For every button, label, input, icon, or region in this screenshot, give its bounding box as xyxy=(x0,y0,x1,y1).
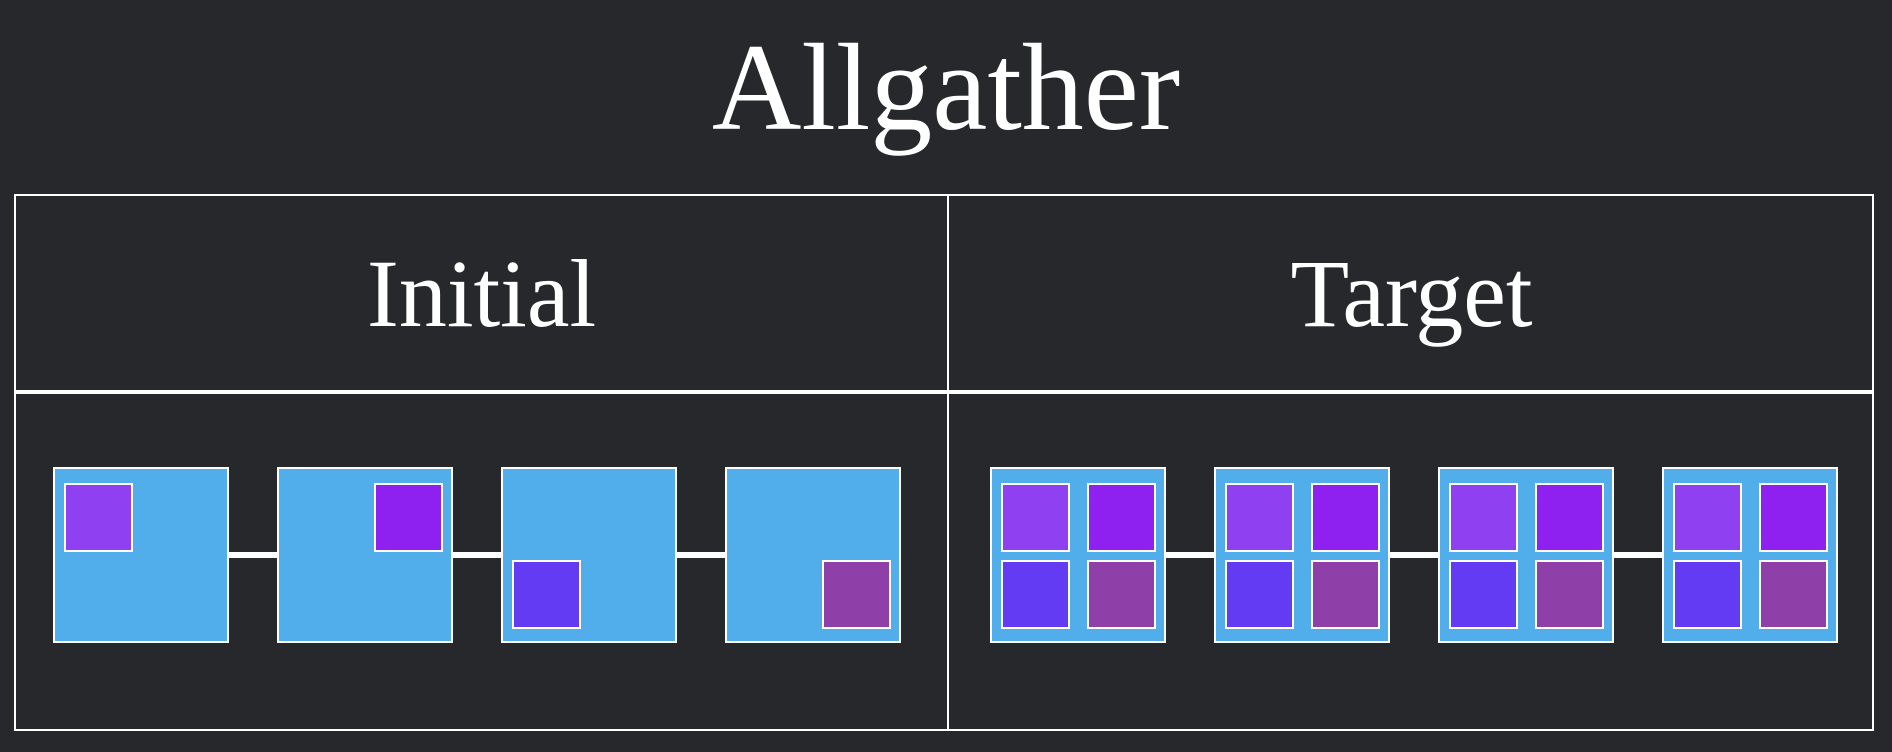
data-chunk xyxy=(1449,483,1518,552)
data-chunk xyxy=(374,483,443,552)
target-column-header: Target xyxy=(1290,239,1533,347)
target-node xyxy=(1214,467,1390,643)
initial-link xyxy=(677,552,725,558)
data-chunk xyxy=(1001,483,1070,552)
data-chunk xyxy=(1673,560,1742,629)
data-chunk xyxy=(1535,483,1604,552)
target-node xyxy=(1662,467,1838,643)
data-chunk xyxy=(1225,560,1294,629)
data-chunk xyxy=(1311,560,1380,629)
data-chunk xyxy=(1001,560,1070,629)
initial-node xyxy=(277,467,453,643)
data-chunk xyxy=(1673,483,1742,552)
initial-node xyxy=(53,467,229,643)
data-chunk xyxy=(512,560,581,629)
data-chunk xyxy=(822,560,891,629)
data-chunk xyxy=(1449,560,1518,629)
diagram-table: Initial Target xyxy=(14,194,1874,731)
data-chunk xyxy=(1311,483,1380,552)
initial-link xyxy=(229,552,277,558)
data-chunk xyxy=(1225,483,1294,552)
target-node xyxy=(1438,467,1614,643)
data-chunk xyxy=(1087,483,1156,552)
initial-link xyxy=(453,552,501,558)
diagram-title: Allgather xyxy=(711,19,1181,156)
data-chunk xyxy=(1759,483,1828,552)
data-chunk xyxy=(1535,560,1604,629)
initial-column-header: Initial xyxy=(366,239,597,347)
header-divider xyxy=(16,390,1872,394)
target-node xyxy=(990,467,1166,643)
data-chunk xyxy=(1087,560,1156,629)
column-divider xyxy=(947,196,949,729)
target-link xyxy=(1166,552,1214,558)
initial-node xyxy=(501,467,677,643)
data-chunk xyxy=(64,483,133,552)
target-link xyxy=(1390,552,1438,558)
target-link xyxy=(1614,552,1662,558)
data-chunk xyxy=(1759,560,1828,629)
initial-node xyxy=(725,467,901,643)
